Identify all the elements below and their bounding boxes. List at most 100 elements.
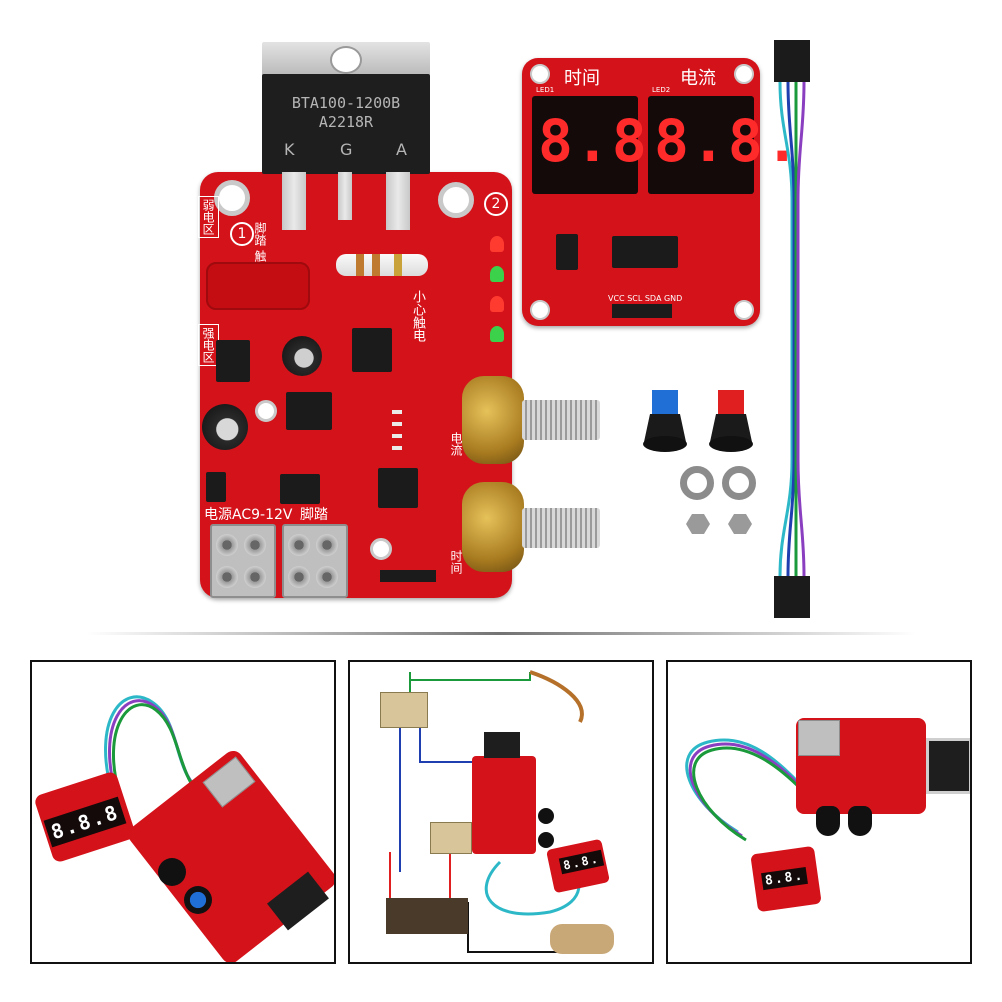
mount-hole — [438, 182, 474, 218]
washer — [680, 466, 714, 500]
led-red — [490, 236, 504, 252]
circle-1-label: 1 — [230, 222, 254, 246]
ic-chip — [352, 328, 392, 372]
nut — [728, 514, 752, 534]
cable-wire-purple — [796, 81, 806, 577]
triac-part-number: BTA100-1200B A2218R — [270, 94, 422, 132]
terminal-screw — [216, 566, 238, 588]
triac-line-2: A2218R — [318, 113, 374, 131]
weak-zone-label: 弱电区 — [198, 196, 219, 238]
scene2-transformer — [380, 692, 428, 728]
diode — [206, 472, 226, 502]
terminal-screw — [316, 566, 338, 588]
resistor-band — [372, 254, 380, 276]
scene1-knob-black — [158, 858, 186, 886]
nut — [686, 514, 710, 534]
cable-connector-bottom — [774, 576, 810, 618]
mount-hole — [734, 64, 754, 84]
terminal-screw — [288, 566, 310, 588]
resistor-band — [356, 254, 364, 276]
mount-hole — [255, 400, 277, 422]
scene3-triac — [926, 738, 970, 794]
display-title-current: 电流 — [680, 68, 716, 89]
bottom-header — [380, 570, 436, 582]
triac-leg-k — [282, 172, 306, 230]
mount-hole — [734, 300, 754, 320]
resistor-band — [394, 254, 402, 276]
scene3-cable — [685, 738, 804, 842]
terminal-screw — [316, 534, 338, 556]
power-label: 电源AC9-12V — [204, 507, 293, 523]
display-driver-ic — [612, 236, 678, 268]
scene-assembled-angle: 8.8.8 — [30, 660, 336, 964]
ic-chip — [286, 392, 332, 430]
triac-body — [262, 74, 430, 174]
relay-block — [206, 262, 310, 310]
time-seven-segment-display — [532, 96, 638, 194]
terminal-screw — [244, 534, 266, 556]
scene1-knob-blue — [184, 886, 212, 914]
scene1-cable — [104, 695, 207, 802]
scene2-terminal-block — [386, 898, 468, 934]
blue-knob — [643, 390, 687, 452]
mount-hole — [214, 180, 250, 216]
shadow-line — [86, 632, 916, 635]
cable-connector-top — [774, 40, 810, 82]
current-digits: 8.8. — [654, 107, 802, 175]
current-seven-segment-display — [648, 96, 754, 194]
triac-pin-a: A — [396, 140, 407, 159]
cable-wire-blue — [786, 81, 796, 577]
terminal-screw — [244, 566, 266, 588]
mount-hole — [370, 538, 392, 560]
display-header — [612, 304, 672, 318]
time-label: 时间 — [449, 550, 463, 574]
product-photo: BTA100-1200B A2218R K G A 1 2 弱电区 脚踏 触发 … — [86, 40, 916, 635]
mount-hole — [530, 64, 550, 84]
terminal-screw — [216, 534, 238, 556]
display-header-label: VCC SCL SDA GND — [608, 294, 683, 303]
display-title-time: 时间 — [564, 68, 600, 89]
triac-line-1: BTA100-1200B — [291, 94, 401, 112]
triac-pin-k: K — [284, 140, 295, 159]
electrolytic-capacitor — [282, 336, 322, 376]
scene2-main-board — [472, 756, 536, 854]
time-pot-shaft — [522, 508, 600, 548]
scene2-small-transformer — [430, 822, 472, 854]
scene2-knob — [538, 808, 554, 824]
triac-pin-g: G — [340, 140, 353, 159]
caution-label: 小心触电 — [410, 290, 425, 342]
scene2-footswitch — [550, 924, 614, 954]
led-green — [490, 266, 504, 282]
current-pot-shaft — [522, 400, 600, 440]
display-small-ic — [556, 234, 578, 270]
regulator-chip — [216, 340, 250, 382]
circle-2-label: 2 — [484, 192, 508, 216]
led-red — [490, 296, 504, 312]
footswitch-label: 脚踏 — [300, 507, 328, 523]
terminal-screw — [288, 534, 310, 556]
triac-mount-hole — [330, 46, 362, 74]
led-green — [490, 326, 504, 342]
header-pins — [392, 410, 402, 458]
triac-leg-a — [386, 172, 410, 230]
scene-assembled-side: 8.8. — [666, 660, 972, 964]
current-label: 电流 — [449, 432, 463, 456]
scene2-knob — [538, 832, 554, 848]
scene-wiring-diagram: 8.8. — [348, 660, 654, 964]
red-knob — [709, 390, 753, 452]
mount-hole — [530, 300, 550, 320]
scene3-knob — [816, 806, 840, 836]
power-resistor — [336, 254, 428, 276]
ribbon-cable — [774, 40, 810, 618]
current-potentiometer — [462, 376, 524, 464]
washer — [722, 466, 756, 500]
electrolytic-capacitor — [202, 404, 248, 450]
triac-leg-g — [338, 172, 352, 220]
scene3-knob — [848, 806, 872, 836]
cable-wire-cyan — [778, 81, 794, 577]
scene2-triac — [484, 732, 520, 758]
footswitch-trigger-label: 脚踏 触发 — [253, 222, 267, 274]
led1-label: LED1 — [536, 86, 555, 94]
ic-chip — [378, 468, 418, 508]
scene3-terminal — [798, 720, 840, 756]
